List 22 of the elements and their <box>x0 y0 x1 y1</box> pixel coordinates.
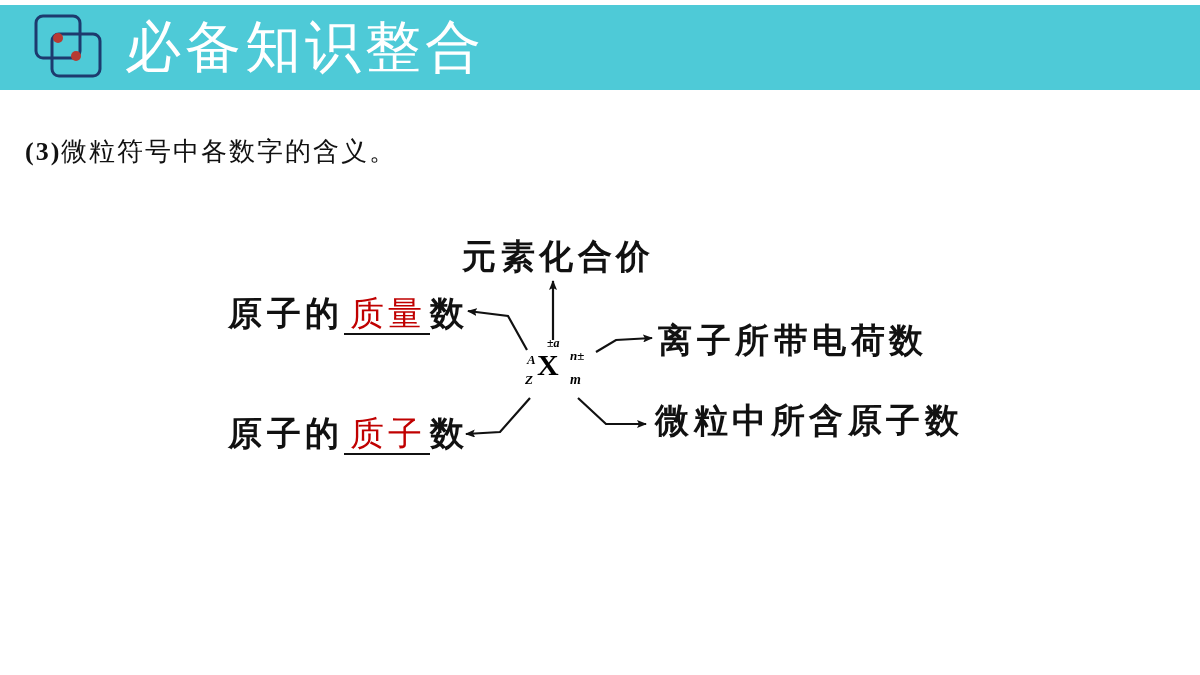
term-text: 数 <box>429 413 468 453</box>
element-symbol: X <box>537 349 559 381</box>
arrow <box>549 280 557 340</box>
question-text: (3)微粒符号中各数字的含义。 <box>25 136 398 168</box>
arrow <box>595 334 653 353</box>
mass-number: A <box>527 352 536 367</box>
term-text: 微粒中所含原子数 <box>655 400 963 440</box>
term-text: 元素化合价 <box>462 236 655 276</box>
atomic-number: Z <box>525 372 533 387</box>
arrow <box>465 397 531 438</box>
term-text: 原子的 <box>228 413 344 453</box>
answer-blank: 质子 <box>343 413 430 455</box>
term-text: 离子所带电荷数 <box>658 320 928 360</box>
term-text: 数 <box>429 293 468 333</box>
arrow <box>577 397 647 428</box>
ion-charge: n± <box>570 348 585 363</box>
atom-count: m <box>570 372 581 388</box>
arrow <box>467 308 528 351</box>
charge-superscript: ±a <box>547 336 560 350</box>
term-text: 原子的 <box>228 293 344 333</box>
title: 必备知识整合 <box>125 14 485 80</box>
answer-blank: 质量 <box>343 293 430 335</box>
